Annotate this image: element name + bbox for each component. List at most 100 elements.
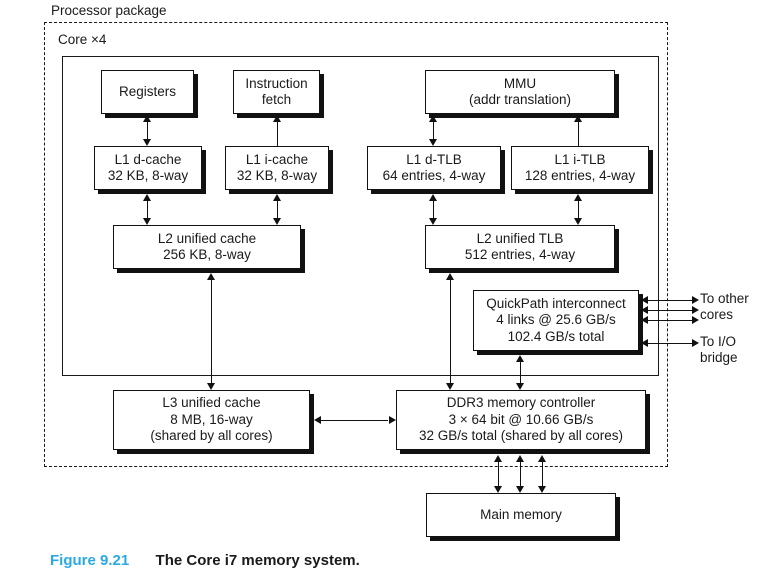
ddr3-line-2: 3 × 64 bit @ 10.66 GB/s xyxy=(448,411,594,427)
mmu-block[interactable]: MMU (addr translation) xyxy=(425,70,615,114)
arrowhead-up-l1dtlb-l2 xyxy=(429,194,437,201)
processor-package-boundary xyxy=(44,22,668,467)
arrowhead-up-registers xyxy=(143,115,151,122)
connector-mmu-l1dtlb xyxy=(433,118,434,143)
l1-itlb-line-1: L1 i-TLB xyxy=(554,151,606,167)
arrowhead-down-l2cache-d xyxy=(143,218,151,225)
arrowhead-down-mainmem-1 xyxy=(494,486,502,493)
connector-l1itlb-l2tlb xyxy=(578,197,579,219)
connector-quickpath-ddr3 xyxy=(520,358,521,384)
l1-dcache-line-2: 32 KB, 8-way xyxy=(107,168,189,183)
to-other-cores-label-line-1: To other xyxy=(700,291,749,306)
connector-l1icache-instruction-fetch xyxy=(277,118,278,146)
mmu-line-2: (addr translation) xyxy=(468,92,572,107)
core-boundary xyxy=(62,56,659,376)
arrowhead-left-qp-oc-2 xyxy=(641,306,648,314)
arrowhead-up-mmu-itlb xyxy=(574,115,582,122)
l2-cache-line-2: 256 KB, 8-way xyxy=(163,247,251,262)
arrowhead-down-l1dcache xyxy=(143,139,151,146)
quickpath-line-3: 102.4 GB/s total xyxy=(507,328,605,344)
l1-itlb-block[interactable]: L1 i-TLB 128 entries, 4-way xyxy=(511,146,649,190)
instruction-fetch-line-2: fetch xyxy=(261,92,292,107)
to-other-cores-label-line-2: cores xyxy=(700,307,734,322)
ddr3-line-1: DDR3 memory controller xyxy=(446,395,596,411)
arrowhead-up-l1dcache-l2 xyxy=(143,194,151,201)
to-io-bridge-label-line-1: To I/O xyxy=(700,334,737,349)
registers-line-1: Registers xyxy=(118,83,177,99)
l1-icache-block[interactable]: L1 i-cache 32 KB, 8-way xyxy=(225,146,329,190)
connector-ddr3-mainmem-1 xyxy=(498,458,499,488)
core-label: Core ×4 xyxy=(58,32,107,47)
arrowhead-up-ddr3-mm-1 xyxy=(494,455,502,462)
arrowhead-up-l2cache-l3 xyxy=(207,273,215,280)
processor-package-label: Processor package xyxy=(51,3,167,18)
connector-l1itlb-mmu xyxy=(578,118,579,146)
connector-l3cache-ddr3 xyxy=(318,420,388,421)
connector-l1icache-l2cache xyxy=(277,197,278,219)
arrowhead-right-qp-oc-2 xyxy=(692,306,699,314)
arrowhead-right-qp-io xyxy=(692,339,699,347)
arrowhead-up-l1itlb-l2 xyxy=(574,194,582,201)
l2-unified-cache-block[interactable]: L2 unified cache 256 KB, 8-way xyxy=(113,225,301,269)
connector-l2tlb-ddr3 xyxy=(450,276,451,384)
ddr3-memory-controller-block[interactable]: DDR3 memory controller 3 × 64 bit @ 10.6… xyxy=(396,390,646,450)
arrowhead-right-ddr3 xyxy=(389,416,396,424)
arrowhead-down-l1dtlb xyxy=(429,139,437,146)
registers-block[interactable]: Registers xyxy=(101,70,194,114)
arrowhead-down-l3cache xyxy=(207,383,215,390)
figure-title: The Core i7 memory system. xyxy=(155,552,360,569)
l1-dcache-block[interactable]: L1 d-cache 32 KB, 8-way xyxy=(94,146,202,190)
l1-dtlb-block[interactable]: L1 d-TLB 64 entries, 4-way xyxy=(367,146,501,190)
l2-tlb-line-2: 512 entries, 4-way xyxy=(464,247,576,262)
connector-registers-l1dcache xyxy=(147,118,148,143)
arrowhead-down-ddr3-qp xyxy=(516,383,524,390)
instruction-fetch-line-1: Instruction xyxy=(245,75,308,91)
l1-dtlb-line-1: L1 d-TLB xyxy=(406,151,462,167)
l2-unified-tlb-block[interactable]: L2 unified TLB 512 entries, 4-way xyxy=(425,225,615,269)
l3-cache-line-3: (shared by all cores) xyxy=(150,428,273,444)
figure-number: Figure 9.21 xyxy=(50,552,130,569)
to-io-bridge-label-line-2: bridge xyxy=(700,350,738,365)
arrowhead-down-l2cache-i xyxy=(273,218,281,225)
connector-ddr3-mainmem-2 xyxy=(520,458,521,488)
l1-dtlb-line-2: 64 entries, 4-way xyxy=(382,168,486,183)
l3-unified-cache-block[interactable]: L3 unified cache 8 MB, 16-way (shared by… xyxy=(113,390,310,450)
quickpath-interconnect-block[interactable]: QuickPath interconnect 4 links @ 25.6 GB… xyxy=(473,290,639,351)
arrowhead-left-l3cache xyxy=(314,416,321,424)
arrowhead-down-mainmem-2 xyxy=(516,486,524,493)
quickpath-line-1: QuickPath interconnect xyxy=(486,295,626,311)
arrowhead-up-l2tlb-ddr3 xyxy=(446,273,454,280)
main-memory-block[interactable]: Main memory xyxy=(426,493,616,537)
l3-cache-line-2: 8 MB, 16-way xyxy=(170,411,253,427)
arrowhead-left-qp-oc-1 xyxy=(641,296,648,304)
arrowhead-left-qp-oc-3 xyxy=(641,316,648,324)
arrowhead-up-l1icache-l2 xyxy=(273,194,281,201)
l1-itlb-line-2: 128 entries, 4-way xyxy=(524,168,636,183)
connector-quickpath-othercores-1 xyxy=(645,300,693,301)
arrowhead-down-l2tlb-i xyxy=(574,218,582,225)
connector-l1dtlb-l2tlb xyxy=(433,197,434,219)
arrowhead-up-ddr3-mm-3 xyxy=(538,455,546,462)
arrowhead-down-ddr3-tlb xyxy=(446,383,454,390)
mmu-line-1: MMU xyxy=(503,75,537,91)
connector-quickpath-iobridge xyxy=(645,343,693,344)
l2-cache-line-1: L2 unified cache xyxy=(157,230,257,246)
arrowhead-right-qp-oc-3 xyxy=(692,316,699,324)
arrowhead-down-l2tlb-d xyxy=(429,218,437,225)
instruction-fetch-block[interactable]: Instruction fetch xyxy=(233,70,320,114)
arrowhead-up-mmu-dtlb xyxy=(429,115,437,122)
arrowhead-down-mainmem-3 xyxy=(538,486,546,493)
arrowhead-up-ddr3-mm-2 xyxy=(516,455,524,462)
l1-icache-line-1: L1 i-cache xyxy=(245,151,309,167)
arrowhead-left-qp-io xyxy=(641,339,648,347)
l1-icache-line-2: 32 KB, 8-way xyxy=(236,168,318,183)
connector-l1dcache-l2cache xyxy=(147,197,148,219)
l2-tlb-line-1: L2 unified TLB xyxy=(476,230,564,246)
arrowhead-up-quickpath xyxy=(516,355,524,362)
connector-l2cache-l3cache xyxy=(211,276,212,384)
l1-dcache-line-1: L1 d-cache xyxy=(114,151,182,167)
connector-quickpath-othercores-2 xyxy=(645,310,693,311)
quickpath-line-2: 4 links @ 25.6 GB/s xyxy=(496,312,616,328)
arrowhead-up-instruction-fetch xyxy=(273,115,281,122)
